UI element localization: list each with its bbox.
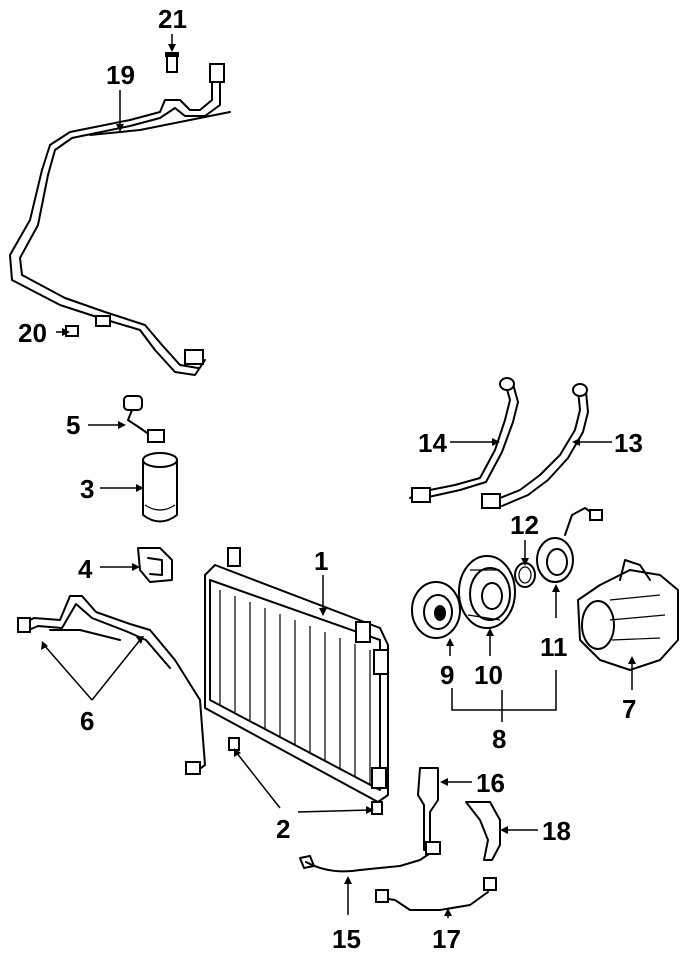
callout-18[interactable]: 18 — [542, 816, 571, 846]
callout-7[interactable]: 7 — [622, 694, 637, 724]
leader-lines — [41, 34, 636, 918]
part-21-valve — [165, 52, 179, 73]
callout-11[interactable]: 11 — [540, 632, 568, 662]
part-9-pressure-plate — [411, 581, 461, 639]
part-11-field-coil — [536, 537, 574, 583]
callout-12[interactable]: 12 — [510, 510, 539, 540]
part-7-compressor — [564, 507, 679, 671]
callout-19[interactable]: 19 — [106, 60, 135, 90]
part-14-hose — [409, 377, 519, 503]
part-19-ac-line — [9, 63, 231, 376]
callout-3[interactable]: 3 — [80, 474, 95, 504]
part-4-bracket — [137, 547, 173, 583]
part-15-harness — [299, 841, 441, 873]
part-18-bracket — [465, 801, 501, 891]
part-16-bracket — [417, 767, 439, 851]
part-3-receiver-drier — [142, 452, 178, 523]
callout-2[interactable]: 2 — [276, 814, 291, 844]
callout-14[interactable]: 14 — [418, 428, 447, 458]
part-2-bolts — [228, 737, 383, 815]
callout-1[interactable]: 1 — [314, 546, 329, 576]
callout-20[interactable]: 20 — [18, 318, 47, 348]
callout-13[interactable]: 13 — [614, 428, 643, 458]
callout-15[interactable]: 15 — [332, 924, 361, 954]
callout-16[interactable]: 16 — [476, 768, 505, 798]
callout-21[interactable]: 21 — [158, 4, 187, 34]
callout-9[interactable]: 9 — [440, 660, 455, 690]
part-17-harness — [375, 889, 489, 911]
part-12-snap-ring — [514, 562, 536, 588]
callout-17[interactable]: 17 — [432, 924, 461, 954]
callout-5[interactable]: 5 — [66, 410, 81, 440]
part-6-liquid-line — [17, 595, 206, 775]
part-10-pulley — [458, 555, 516, 629]
part-1-condenser — [204, 547, 389, 803]
callout-4[interactable]: 4 — [78, 554, 93, 584]
callout-10[interactable]: 10 — [474, 660, 503, 690]
callout-8[interactable]: 8 — [492, 724, 507, 754]
callout-6[interactable]: 6 — [80, 706, 95, 736]
part-5-switch — [123, 395, 165, 443]
part-13-hose — [481, 383, 589, 509]
